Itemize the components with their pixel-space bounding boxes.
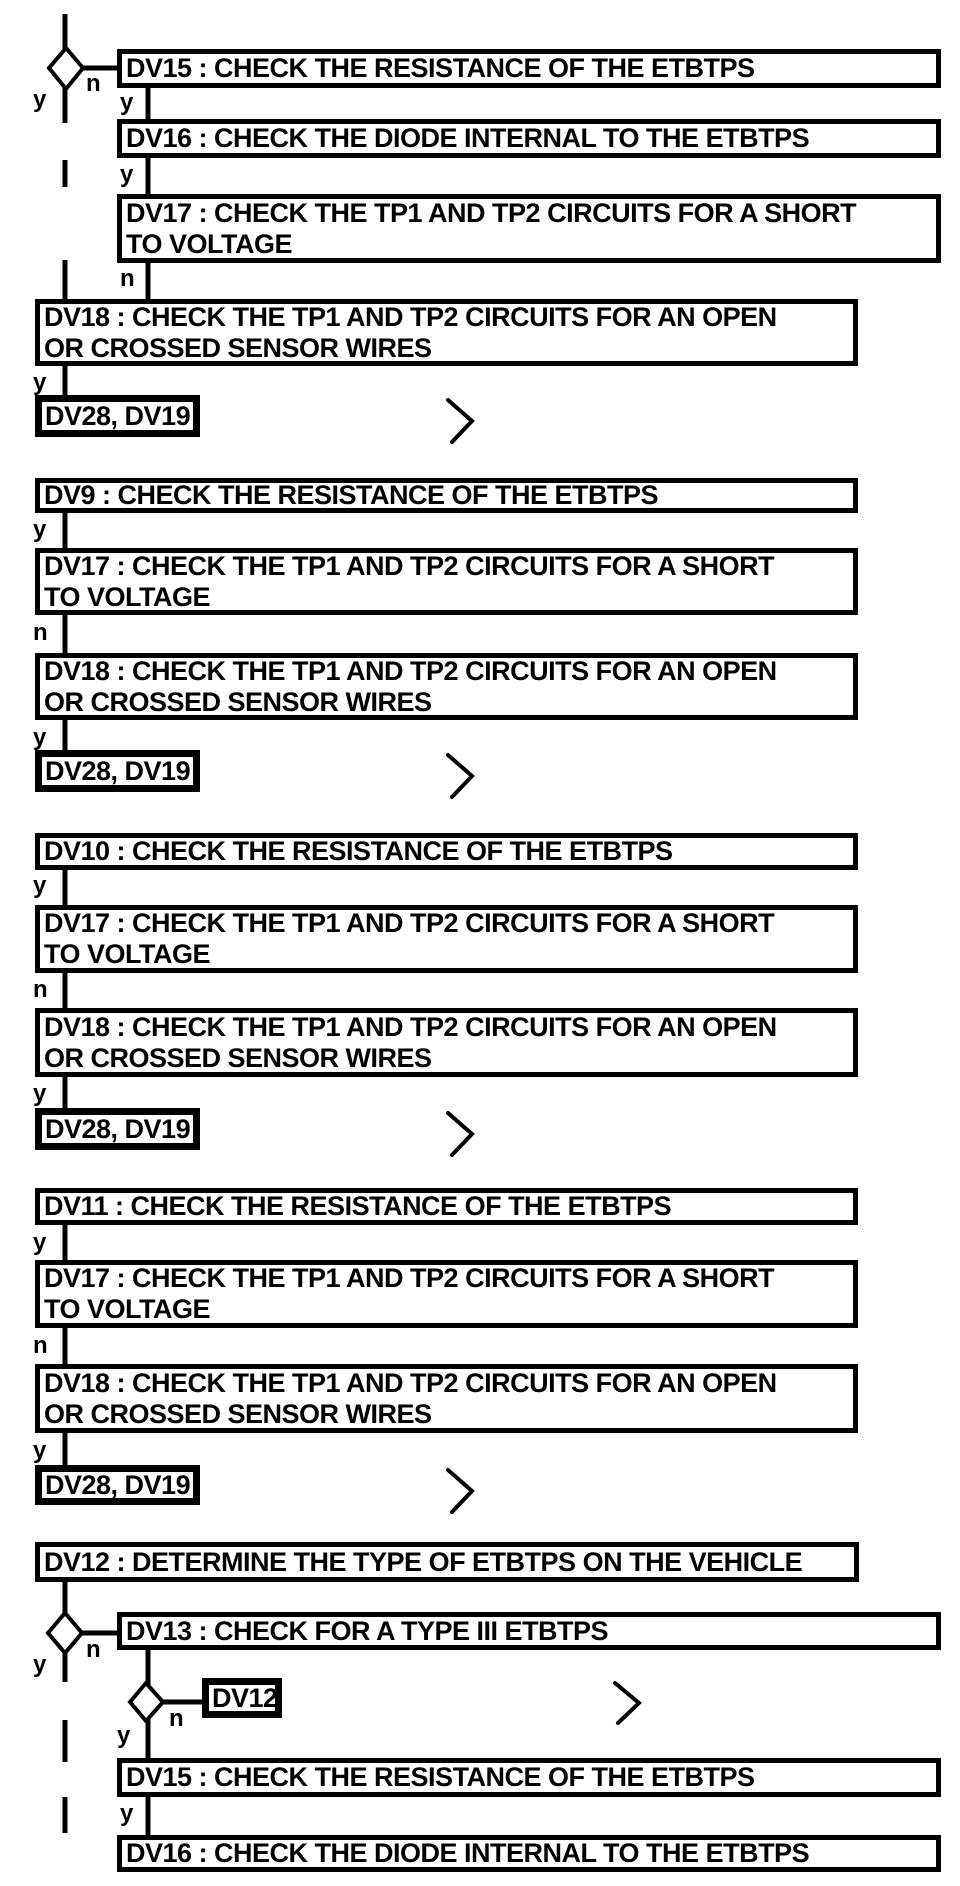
node-dv18-g3[interactable]: DV18 : CHECK THE TP1 AND TP2 CIRCUITS FO…: [35, 1008, 858, 1077]
node-label: DV16 : CHECK THE DIODE INTERNAL TO THE E…: [126, 123, 810, 154]
branch-label-no: n: [33, 976, 48, 1003]
node-label: OR CROSSED SENSOR WIRES: [44, 332, 432, 363]
node-dv17-g2[interactable]: DV17 : CHECK THE TP1 AND TP2 CIRCUITS FO…: [35, 548, 858, 615]
node-label: TO VOLTAGE: [44, 1294, 211, 1324]
node-dv15-g0[interactable]: DV15 : CHECK THE RESISTANCE OF THE ETBTP…: [117, 49, 941, 88]
decision-diamond[interactable]: [46, 44, 86, 93]
node-label: DV18 : CHECK THE TP1 AND TP2 CIRCUITS FO…: [44, 301, 777, 332]
continuation-chevron-icon: [446, 753, 475, 799]
branch-label-no: n: [169, 1705, 184, 1732]
branch-label-yes: y: [120, 1800, 134, 1827]
node-label: DV9 : CHECK THE RESISTANCE OF THE ETBTPS: [44, 480, 659, 511]
node-label: DV28, DV19: [45, 755, 191, 786]
branch-label-yes: y: [33, 516, 47, 543]
branch-label-no: n: [33, 619, 48, 646]
node-label: TO VOLTAGE: [44, 939, 211, 969]
decision-diamond[interactable]: [127, 1679, 166, 1725]
node-label: DV12 : DETERMINE THE TYPE OF ETBTPS ON T…: [44, 1546, 803, 1577]
node-dv16-g0[interactable]: DV16 : CHECK THE DIODE INTERNAL TO THE E…: [117, 119, 941, 158]
branch-label-yes: y: [33, 86, 47, 113]
branch-label-no: n: [86, 1636, 101, 1663]
branch-label-yes: y: [33, 724, 47, 751]
node-label: DV18 : CHECK THE TP1 AND TP2 CIRCUITS FO…: [44, 1367, 777, 1398]
node-label: DV13 : CHECK FOR A TYPE III ETBTPS: [126, 1615, 609, 1646]
node-dv13[interactable]: DV13 : CHECK FOR A TYPE III ETBTPS: [117, 1612, 941, 1650]
node-label: DV18 : CHECK THE TP1 AND TP2 CIRCUITS FO…: [44, 1011, 777, 1042]
branch-label-yes: y: [120, 89, 134, 116]
node-dv15-g5[interactable]: DV15 : CHECK THE RESISTANCE OF THE ETBTP…: [117, 1758, 941, 1797]
continuation-chevron-icon: [613, 1681, 643, 1725]
node-label: OR CROSSED SENSOR WIRES: [44, 1042, 432, 1073]
node-label: DV18 : CHECK THE TP1 AND TP2 CIRCUITS FO…: [44, 655, 777, 686]
branch-label-no: n: [120, 265, 135, 292]
continuation-chevron-icon: [446, 1468, 475, 1514]
node-dv9[interactable]: DV9 : CHECK THE RESISTANCE OF THE ETBTPS: [35, 478, 858, 513]
node-dv28-dv19-g0[interactable]: DV28, DV19: [35, 395, 200, 437]
branch-label-yes: y: [117, 1722, 131, 1749]
node-label: TO VOLTAGE: [44, 581, 211, 612]
node-dv12[interactable]: DV12 : DETERMINE THE TYPE OF ETBTPS ON T…: [35, 1542, 859, 1582]
branch-label-yes: y: [33, 1651, 47, 1678]
node-dv10[interactable]: DV10 : CHECK THE RESISTANCE OF THE ETBTP…: [35, 833, 858, 870]
node-label: DV10 : CHECK THE RESISTANCE OF THE ETBTP…: [44, 836, 673, 867]
node-dv28-dv19-g4[interactable]: DV28, DV19: [35, 1465, 200, 1505]
node-dv16-g5[interactable]: DV16 : CHECK THE DIODE INTERNAL TO THE E…: [117, 1835, 941, 1872]
node-dv17-g3[interactable]: DV17 : CHECK THE TP1 AND TP2 CIRCUITS FO…: [35, 905, 858, 973]
node-label: DV28, DV19: [45, 1113, 191, 1144]
node-label: DV17 : CHECK THE TP1 AND TP2 CIRCUITS FO…: [44, 1263, 775, 1294]
node-dv17-g0[interactable]: DV17 : CHECK THE TP1 AND TP2 CIRCUITS FO…: [117, 194, 941, 263]
branch-label-yes: y: [33, 872, 47, 899]
node-label: DV15 : CHECK THE RESISTANCE OF THE ETBTP…: [126, 1762, 755, 1793]
node-dv11[interactable]: DV11 : CHECK THE RESISTANCE OF THE ETBTP…: [35, 1188, 858, 1225]
node-label: OR CROSSED SENSOR WIRES: [44, 686, 432, 717]
branch-label-yes: y: [33, 1229, 47, 1256]
node-dv17-g4[interactable]: DV17 : CHECK THE TP1 AND TP2 CIRCUITS FO…: [35, 1260, 858, 1328]
node-label: DV28, DV19: [45, 400, 191, 431]
node-dv18-g4[interactable]: DV18 : CHECK THE TP1 AND TP2 CIRCUITS FO…: [35, 1364, 858, 1433]
branch-label-yes: y: [33, 369, 47, 396]
node-dv12-ref[interactable]: DV12: [202, 1678, 282, 1718]
node-label: DV15 : CHECK THE RESISTANCE OF THE ETBTP…: [126, 53, 755, 84]
node-dv28-dv19-g3[interactable]: DV28, DV19: [35, 1108, 200, 1150]
node-label: OR CROSSED SENSOR WIRES: [44, 1398, 432, 1429]
node-dv18-g0[interactable]: DV18 : CHECK THE TP1 AND TP2 CIRCUITS FO…: [35, 299, 858, 366]
node-label: TO VOLTAGE: [126, 228, 293, 259]
branch-label-yes: y: [120, 161, 134, 188]
node-label: DV17 : CHECK THE TP1 AND TP2 CIRCUITS FO…: [126, 197, 857, 228]
node-label: DV11 : CHECK THE RESISTANCE OF THE ETBTP…: [44, 1191, 672, 1222]
branch-label-yes: y: [33, 1437, 47, 1464]
node-label: DV28, DV19: [45, 1469, 191, 1500]
branch-label-no: n: [86, 70, 101, 97]
node-label: DV16 : CHECK THE DIODE INTERNAL TO THE E…: [126, 1838, 810, 1869]
node-label: DV17 : CHECK THE TP1 AND TP2 CIRCUITS FO…: [44, 908, 775, 939]
continuation-chevron-icon: [446, 1111, 475, 1157]
decision-diamond[interactable]: [45, 1609, 85, 1657]
node-label: DV17 : CHECK THE TP1 AND TP2 CIRCUITS FO…: [44, 550, 775, 581]
node-label: DV12: [212, 1682, 278, 1713]
node-dv18-g2[interactable]: DV18 : CHECK THE TP1 AND TP2 CIRCUITS FO…: [35, 653, 858, 720]
branch-label-yes: y: [33, 1080, 47, 1107]
node-dv28-dv19-g2[interactable]: DV28, DV19: [35, 750, 200, 792]
continuation-chevron-icon: [446, 398, 475, 444]
branch-label-no: n: [33, 1332, 48, 1359]
